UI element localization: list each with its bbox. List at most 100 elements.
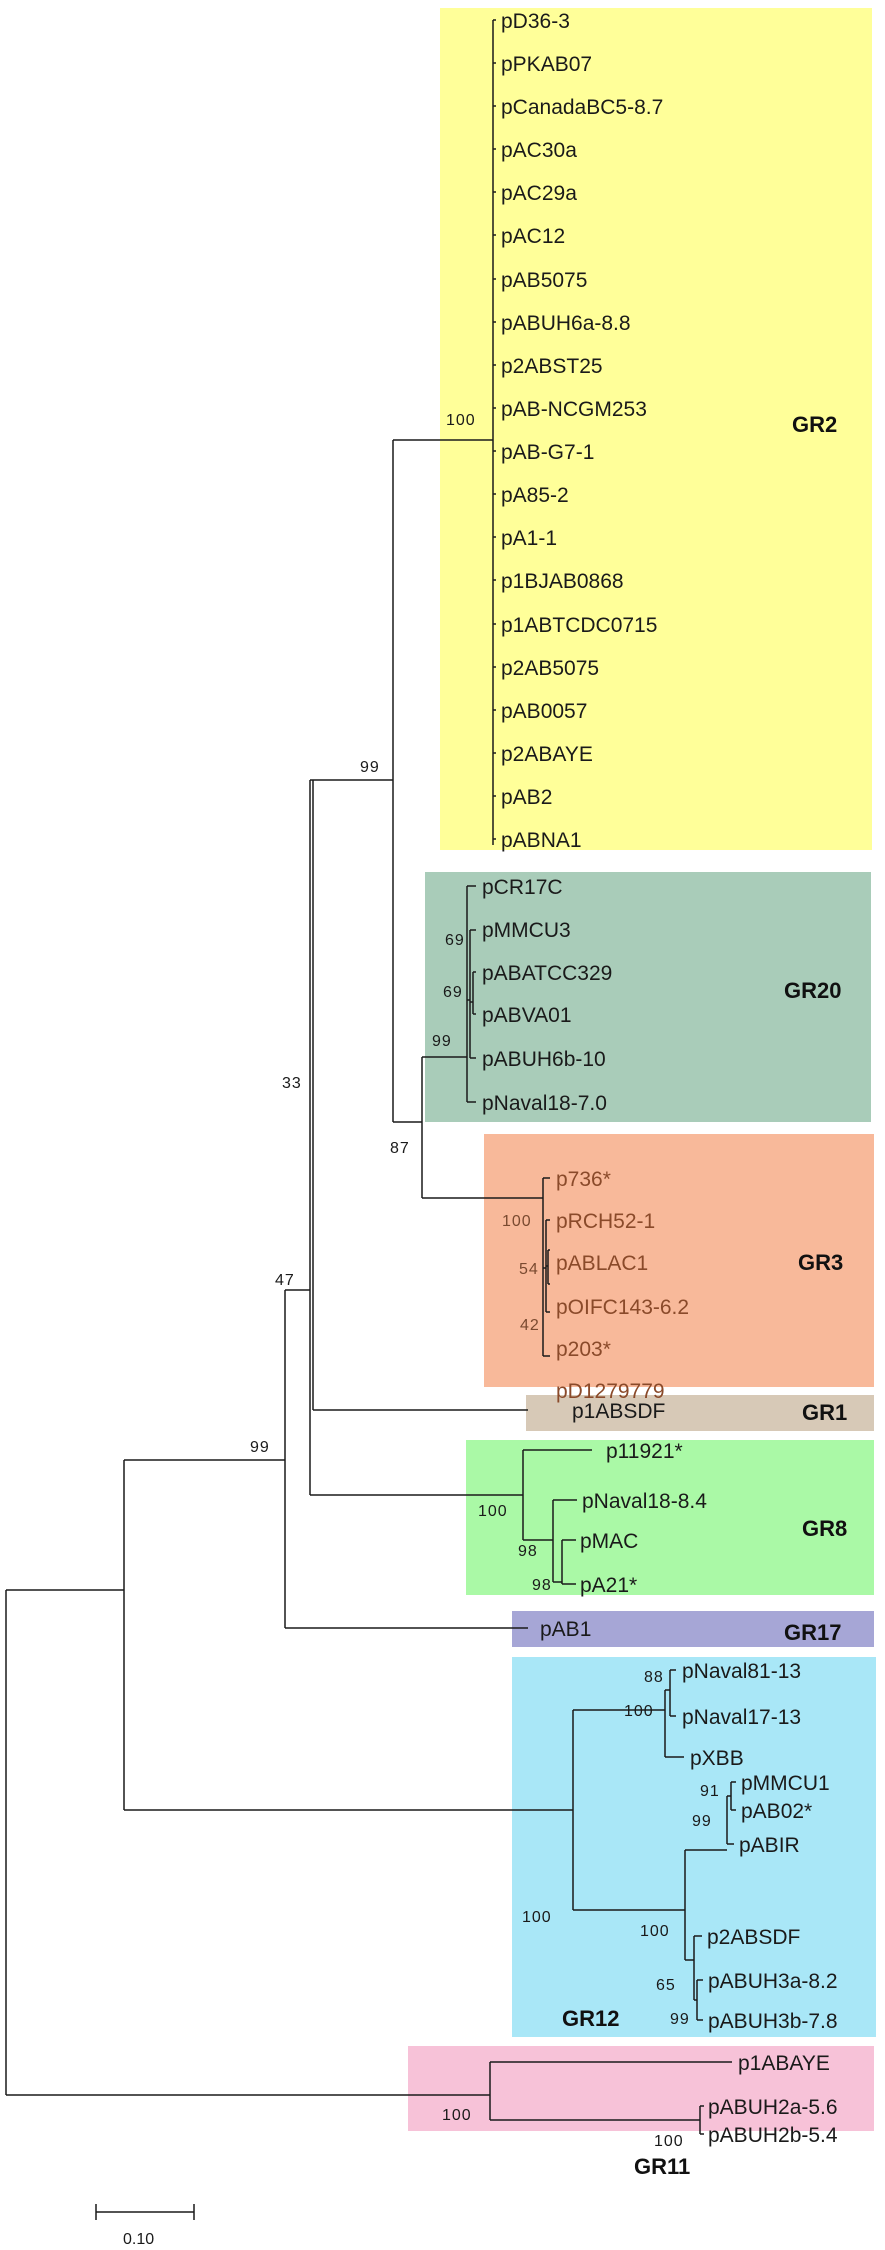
bootstrap-value: 33	[282, 1075, 302, 1092]
leaf-label: p11921*	[606, 1440, 683, 1463]
leaf-label: pABLAC1	[556, 1252, 648, 1275]
bootstrap-value: 47	[275, 1272, 295, 1289]
bootstrap-value: 54	[519, 1261, 539, 1278]
leaf-label: pAB1	[540, 1618, 591, 1641]
bootstrap-value: 98	[518, 1543, 538, 1560]
bootstrap-value: 100	[478, 1503, 508, 1520]
scale-bar: 0.10	[95, 2204, 195, 2248]
leaf-label: pAB5075	[501, 269, 587, 292]
leaf-label: pAB0057	[501, 700, 587, 723]
group-label-gr12: GR12	[562, 2006, 619, 2031]
bootstrap-value: 91	[700, 1783, 720, 1800]
bootstrap-value: 100	[446, 412, 476, 429]
gr12-leaves: pNaval81-13 pNaval17-13 pXBB pMMCU1 pAB0…	[682, 1660, 838, 2033]
leaf-label: pABUH2a-5.6	[708, 2096, 838, 2119]
bootstrap-value: 42	[520, 1317, 540, 1334]
gr2-leaves: pD36-3 pPKAB07 pCanadaBC5-8.7 pAC30a pAC…	[501, 10, 663, 852]
leaf-label: pABVA01	[482, 1004, 572, 1027]
leaf-label: pAC29a	[501, 182, 577, 205]
leaf-label: pABIR	[739, 1834, 800, 1857]
leaf-label: pNaval81-13	[682, 1660, 801, 1683]
leaf-label: pAC12	[501, 225, 565, 248]
leaf-label: pABUH6b-10	[482, 1048, 606, 1071]
leaf-label: pRCH52-1	[556, 1210, 655, 1233]
bootstrap-value: 99	[360, 759, 380, 776]
group-box-gr2	[440, 8, 872, 850]
leaf-label: pAC30a	[501, 139, 577, 162]
bootstrap-value: 99	[432, 1033, 452, 1050]
group-box-gr11	[408, 2046, 874, 2131]
leaf-label: pAB2	[501, 786, 552, 809]
group-box-gr8	[466, 1440, 874, 1595]
gr17-leaves: pAB1	[540, 1618, 591, 1641]
bootstrap-value: 69	[445, 932, 465, 949]
leaf-label: p203*	[556, 1338, 611, 1361]
gr3-leaves: p736* pRCH52-1 pABLAC1 pOIFC143-6.2 p203…	[556, 1168, 689, 1403]
leaf-label: p1ABAYE	[738, 2052, 830, 2075]
leaf-label: pABATCC329	[482, 962, 612, 985]
leaf-label: pA1-1	[501, 527, 557, 550]
gr8-leaves: p11921* pNaval18-8.4 pMAC pA21*	[580, 1440, 707, 1597]
leaf-label: p1ABSDF	[572, 1400, 665, 1423]
leaf-label: p2ABAYE	[501, 743, 593, 766]
leaf-label: pA21*	[580, 1574, 637, 1597]
leaf-label: pAB-G7-1	[501, 441, 594, 464]
leaf-label: pABUH3a-8.2	[708, 1970, 838, 1993]
leaf-label: p2ABST25	[501, 355, 603, 378]
group-label-gr8: GR8	[802, 1516, 847, 1541]
bootstrap-value: 99	[692, 1813, 712, 1830]
group-box-gr3	[484, 1134, 874, 1387]
bootstrap-value: 100	[502, 1213, 532, 1230]
leaf-label: pMMCU3	[482, 919, 571, 942]
bootstrap-value: 87	[390, 1140, 410, 1157]
leaf-label: pABUH3b-7.8	[708, 2010, 838, 2033]
leaf-label: pMAC	[580, 1530, 638, 1553]
gr1-leaves: p1ABSDF	[572, 1400, 665, 1423]
leaf-label: pABUH6a-8.8	[501, 312, 631, 335]
leaf-label: pMMCU1	[741, 1772, 830, 1795]
group-box-gr17	[512, 1611, 874, 1647]
leaf-label: pOIFC143-6.2	[556, 1296, 689, 1319]
group-box-gr20	[425, 872, 871, 1122]
bootstrap-value: 65	[656, 1977, 676, 1994]
leaf-label: pNaval17-13	[682, 1706, 801, 1729]
leaf-label: pD1279779	[556, 1380, 665, 1403]
group-label-gr11: GR11	[634, 2154, 690, 2179]
group-label-gr1: GR1	[802, 1400, 847, 1425]
leaf-label: pCanadaBC5-8.7	[501, 96, 663, 119]
leaf-label: pABUH2b-5.4	[708, 2124, 838, 2147]
group-box-gr1	[526, 1395, 874, 1431]
leaf-label: p1BJAB0868	[501, 570, 624, 593]
leaf-label: pCR17C	[482, 876, 563, 899]
leaf-label: pNaval18-7.0	[482, 1092, 607, 1115]
bootstrap-value: 99	[670, 2011, 690, 2028]
group-label-gr3: GR3	[798, 1250, 843, 1275]
scale-bar-label: 0.10	[123, 2231, 154, 2248]
group-label-gr2: GR2	[792, 412, 837, 437]
leaf-label: p736*	[556, 1168, 611, 1191]
leaf-label: pXBB	[690, 1747, 744, 1770]
bootstrap-value: 69	[443, 984, 463, 1001]
bootstrap-value: 88	[644, 1669, 664, 1686]
bootstrap-value: 98	[532, 1577, 552, 1594]
leaf-label: p2AB5075	[501, 657, 599, 680]
bootstrap-value: 100	[522, 1909, 552, 1926]
leaf-label: pAB02*	[741, 1800, 812, 1823]
leaf-label: pD36-3	[501, 10, 570, 33]
group-labels: GR2 GR20 GR3 GR1 GR8 GR17 GR12 GR11	[562, 412, 847, 2179]
leaf-label: p1ABTCDC0715	[501, 614, 657, 637]
leaf-label: pNaval18-8.4	[582, 1490, 707, 1513]
leaf-label: pAB-NCGM253	[501, 398, 647, 421]
leaf-label: pA85-2	[501, 484, 569, 507]
bootstrap-value: 100	[640, 1923, 670, 1940]
group-label-gr20: GR20	[784, 978, 841, 1003]
tree-branches	[5, 19, 736, 2135]
leaf-label: p2ABSDF	[707, 1926, 800, 1949]
bootstrap-value: 99	[250, 1439, 270, 1456]
bootstrap-value: 100	[442, 2107, 472, 2124]
leaf-label: pABNA1	[501, 829, 582, 852]
gr11-leaves: p1ABAYE pABUH2a-5.6 pABUH2b-5.4	[708, 2052, 838, 2147]
gr20-leaves: pCR17C pMMCU3 pABATCC329 pABVA01 pABUH6b…	[482, 876, 612, 1115]
bootstrap-values: 100 99 33 87 47 99 69 69 99 100 54 42 10…	[250, 412, 720, 2150]
